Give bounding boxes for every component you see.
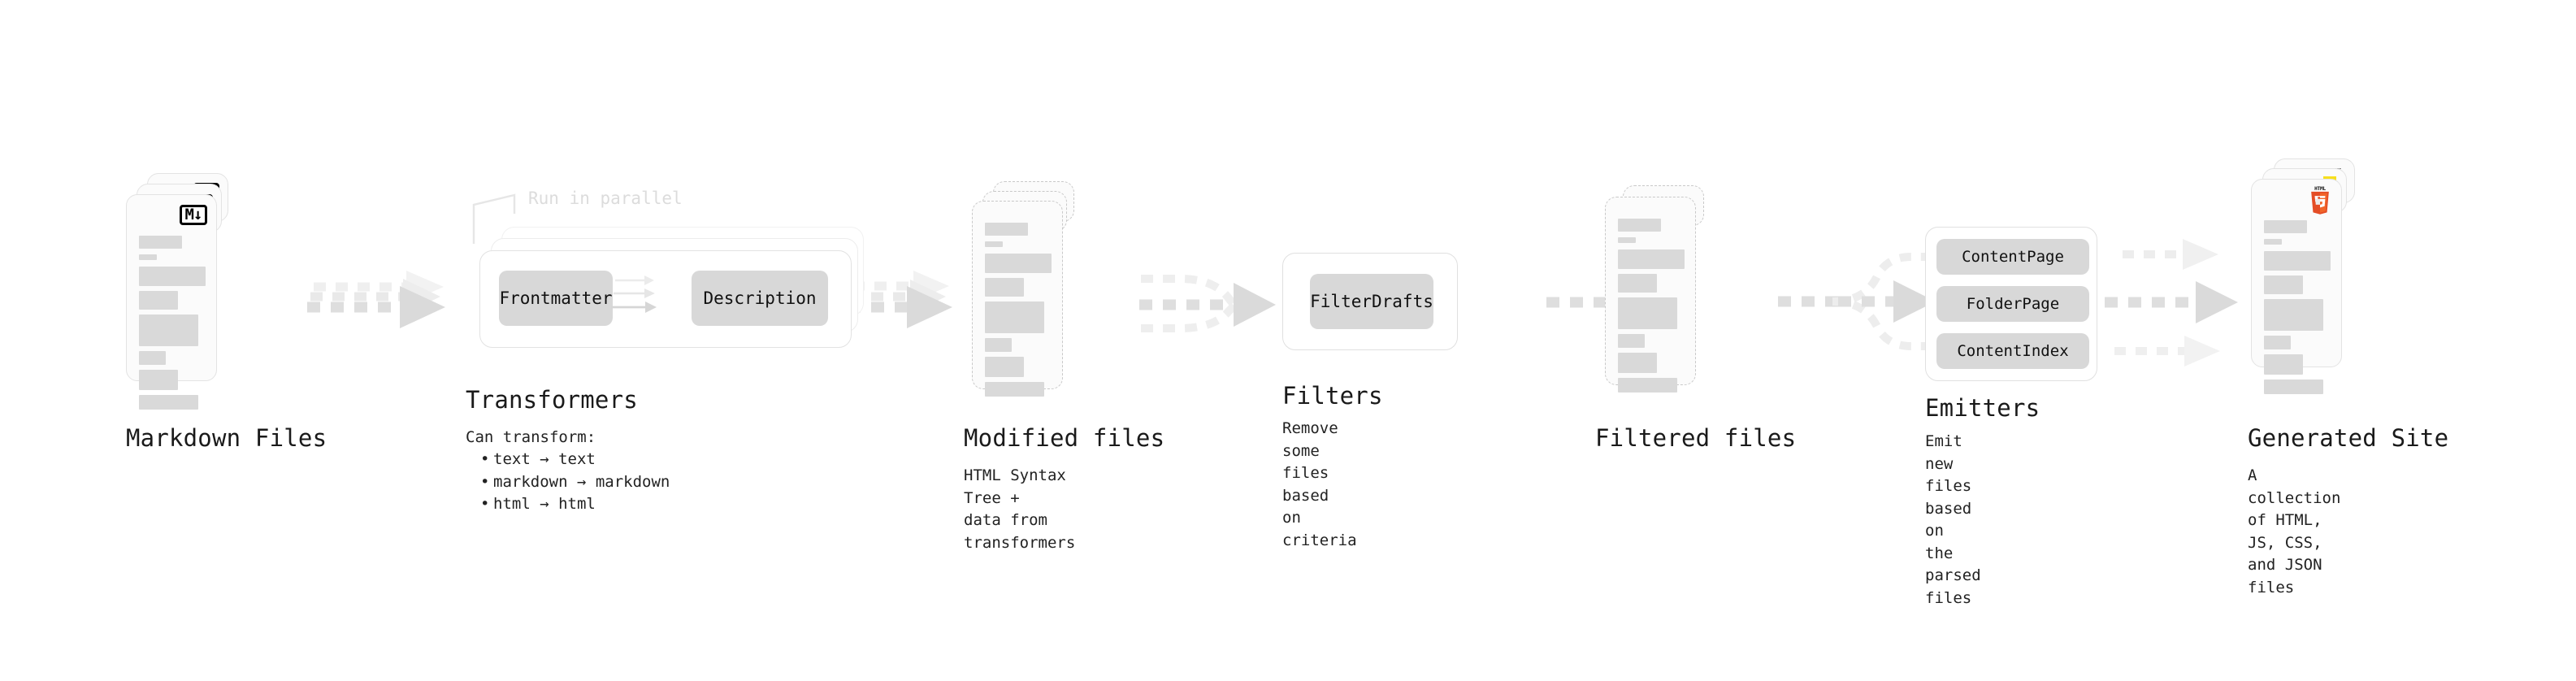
- filter-pill-filterdrafts[interactable]: FilterDrafts: [1310, 274, 1433, 329]
- html5-icon: HTML: [2311, 186, 2329, 215]
- filtered-files-title: Filtered files: [1595, 424, 1797, 452]
- svg-text:HTML: HTML: [2314, 186, 2326, 192]
- transformers-group-front: Frontmatter Description: [479, 250, 852, 348]
- connector-markdown-to-transformers: [307, 271, 445, 328]
- modified-card-front: [972, 201, 1063, 397]
- filters-title: Filters: [1282, 382, 1383, 410]
- generated-site-title: Generated Site: [2248, 424, 2449, 452]
- markdown-files-title: Markdown Files: [126, 424, 327, 452]
- transformers-bullet-item: markdown → markdown: [480, 471, 670, 494]
- generated-site-desc: A collection of HTML, JS, CSS, and JSON …: [2248, 466, 2341, 596]
- transformers-title: Transformers: [466, 386, 638, 414]
- emitter-pill-folderpage[interactable]: FolderPage: [1936, 286, 2089, 322]
- filters-group: FilterDrafts: [1282, 253, 1458, 350]
- transformers-desc-head: Can transform:: [466, 428, 596, 446]
- transformers-bullet-item: text → text: [480, 449, 670, 471]
- modified-files-desc: HTML Syntax Tree + data from transformer…: [964, 466, 1076, 552]
- connector-emitters-to-site: [2105, 239, 2238, 367]
- emitter-pill-contentpage[interactable]: ContentPage: [1936, 239, 2089, 275]
- modified-files-title: Modified files: [964, 424, 1165, 452]
- run-in-parallel-note: Run in parallel: [528, 189, 683, 208]
- transformers-bullet-item: html → html: [480, 493, 670, 516]
- generated-card-front: HTML: [2251, 179, 2342, 394]
- emitters-group: ContentPage FolderPage ContentIndex: [1925, 227, 2097, 381]
- transformers-bullet-list: text → text markdown → markdown html → h…: [475, 449, 670, 516]
- filters-desc: Remove some files based on criteria: [1282, 419, 1357, 549]
- connector-modified-to-filters: [1139, 275, 1276, 332]
- markdown-icon: M↓: [180, 205, 207, 225]
- filtered-card-front: [1605, 197, 1696, 393]
- markdown-card-front: M↓: [126, 194, 217, 410]
- transformer-pill-description[interactable]: Description: [692, 271, 828, 326]
- emitters-desc: Emit new files based on the parsed files: [1925, 432, 1981, 607]
- emitters-title: Emitters: [1925, 394, 2040, 422]
- transformer-pill-frontmatter[interactable]: Frontmatter: [499, 271, 613, 326]
- emitter-pill-contentindex[interactable]: ContentIndex: [1936, 333, 2089, 369]
